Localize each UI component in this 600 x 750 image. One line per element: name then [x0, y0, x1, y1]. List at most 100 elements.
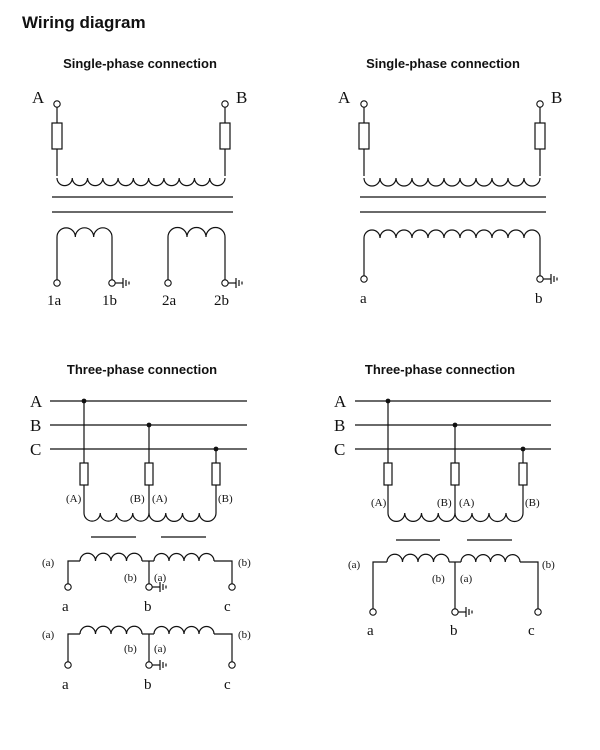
terminal-label-2a: 2a [162, 293, 177, 309]
mark-a: (a) [154, 643, 167, 655]
primary-winding [358, 100, 546, 187]
panel-heading: Three-phase connection [67, 362, 217, 377]
fuse [219, 122, 231, 150]
mark-b: (b) [432, 573, 445, 585]
mark-a: (a) [348, 559, 361, 571]
coil [148, 512, 217, 522]
three-phase-network [355, 398, 551, 617]
coil [363, 229, 541, 239]
terminal [360, 275, 368, 283]
terminal [536, 100, 544, 108]
terminal-label-b: b [535, 291, 543, 307]
terminal [360, 100, 368, 108]
terminal [164, 279, 172, 287]
line-label-c: C [334, 440, 345, 459]
fuse [450, 462, 460, 486]
terminal-label-1a: 1a [47, 293, 62, 309]
panel-single-phase-dual: Single-phase connection A B 1a 1b 2a 2b [32, 56, 247, 309]
panel-single-phase-single: Single-phase connection A B a b [338, 56, 562, 307]
wire [67, 560, 80, 584]
coil [83, 512, 150, 522]
wire [67, 633, 80, 662]
fuse [79, 462, 89, 486]
line-label-a: A [30, 392, 43, 411]
wire [214, 560, 233, 584]
terminal-label-1b: 1b [102, 293, 117, 309]
terminal [221, 279, 229, 287]
panel-heading: Single-phase connection [63, 56, 217, 71]
terminal [53, 100, 61, 108]
terminal-label-c: c [224, 599, 231, 615]
terminal [108, 279, 116, 287]
wire [372, 561, 387, 609]
fuse [534, 122, 546, 150]
terminal [64, 661, 72, 669]
coil [79, 552, 143, 562]
terminal [221, 100, 229, 108]
terminal-label-b: b [144, 677, 152, 693]
panel-heading: Single-phase connection [366, 56, 520, 71]
terminal [53, 279, 61, 287]
fuse [51, 122, 63, 150]
coil [56, 227, 113, 238]
line-label-a: A [334, 392, 347, 411]
mark-a: (A) [152, 493, 168, 505]
mark-b: (B) [218, 493, 233, 505]
terminal-label-a: a [367, 623, 374, 639]
coil [153, 552, 215, 562]
fuse [211, 462, 221, 486]
terminal [228, 661, 236, 669]
coil [153, 625, 215, 635]
mark-a: (A) [459, 497, 475, 509]
mark-b: (B) [130, 493, 145, 505]
mark-b: (b) [124, 572, 137, 584]
terminal-label-b: B [551, 88, 562, 107]
terminal-label-b: b [144, 599, 152, 615]
terminal [145, 583, 153, 591]
fuse [358, 122, 370, 150]
terminal-label-b: B [236, 88, 247, 107]
mark-b: (b) [542, 559, 555, 571]
panel-heading: Three-phase connection [365, 362, 515, 377]
mark-a: (A) [66, 493, 82, 505]
mark-a: (a) [42, 629, 55, 641]
mark-a: (A) [371, 497, 387, 509]
mark-a: (a) [154, 572, 167, 584]
terminal-label-a: a [62, 677, 69, 693]
terminal-label-a: a [360, 291, 367, 307]
page-title: Wiring diagram [22, 13, 146, 32]
coil [386, 553, 450, 563]
terminal [534, 608, 542, 616]
three-phase-network [50, 398, 247, 670]
line-label-b: B [334, 416, 345, 435]
terminal [64, 583, 72, 591]
mark-b: (b) [238, 557, 251, 569]
mark-b: (B) [437, 497, 452, 509]
mark-b: (B) [525, 497, 540, 509]
panel-three-phase-dual: Three-phase connection A B C (A) (B) (A)… [30, 362, 251, 693]
panel-three-phase-single: Three-phase connection A B C (A) (B) (A)… [334, 362, 555, 639]
fuse [144, 462, 154, 486]
terminal [536, 275, 544, 283]
terminal [369, 608, 377, 616]
line-label-b: B [30, 416, 41, 435]
mark-a: (a) [42, 557, 55, 569]
fuse [518, 462, 528, 486]
secondary-winding [360, 229, 558, 284]
coil [387, 512, 456, 522]
secondary-windings [53, 226, 243, 288]
coil [56, 177, 226, 187]
coil [363, 177, 541, 187]
mark-b: (b) [124, 643, 137, 655]
primary-winding [51, 100, 231, 187]
terminal-label-a: A [32, 88, 45, 107]
coil [460, 554, 521, 563]
terminal-label-a: A [338, 88, 351, 107]
coil [454, 512, 524, 523]
terminal [451, 608, 459, 616]
terminal-label-b: b [450, 623, 458, 639]
terminal-label-c: c [224, 677, 231, 693]
line-label-c: C [30, 440, 41, 459]
terminal-label-c: c [528, 623, 535, 639]
